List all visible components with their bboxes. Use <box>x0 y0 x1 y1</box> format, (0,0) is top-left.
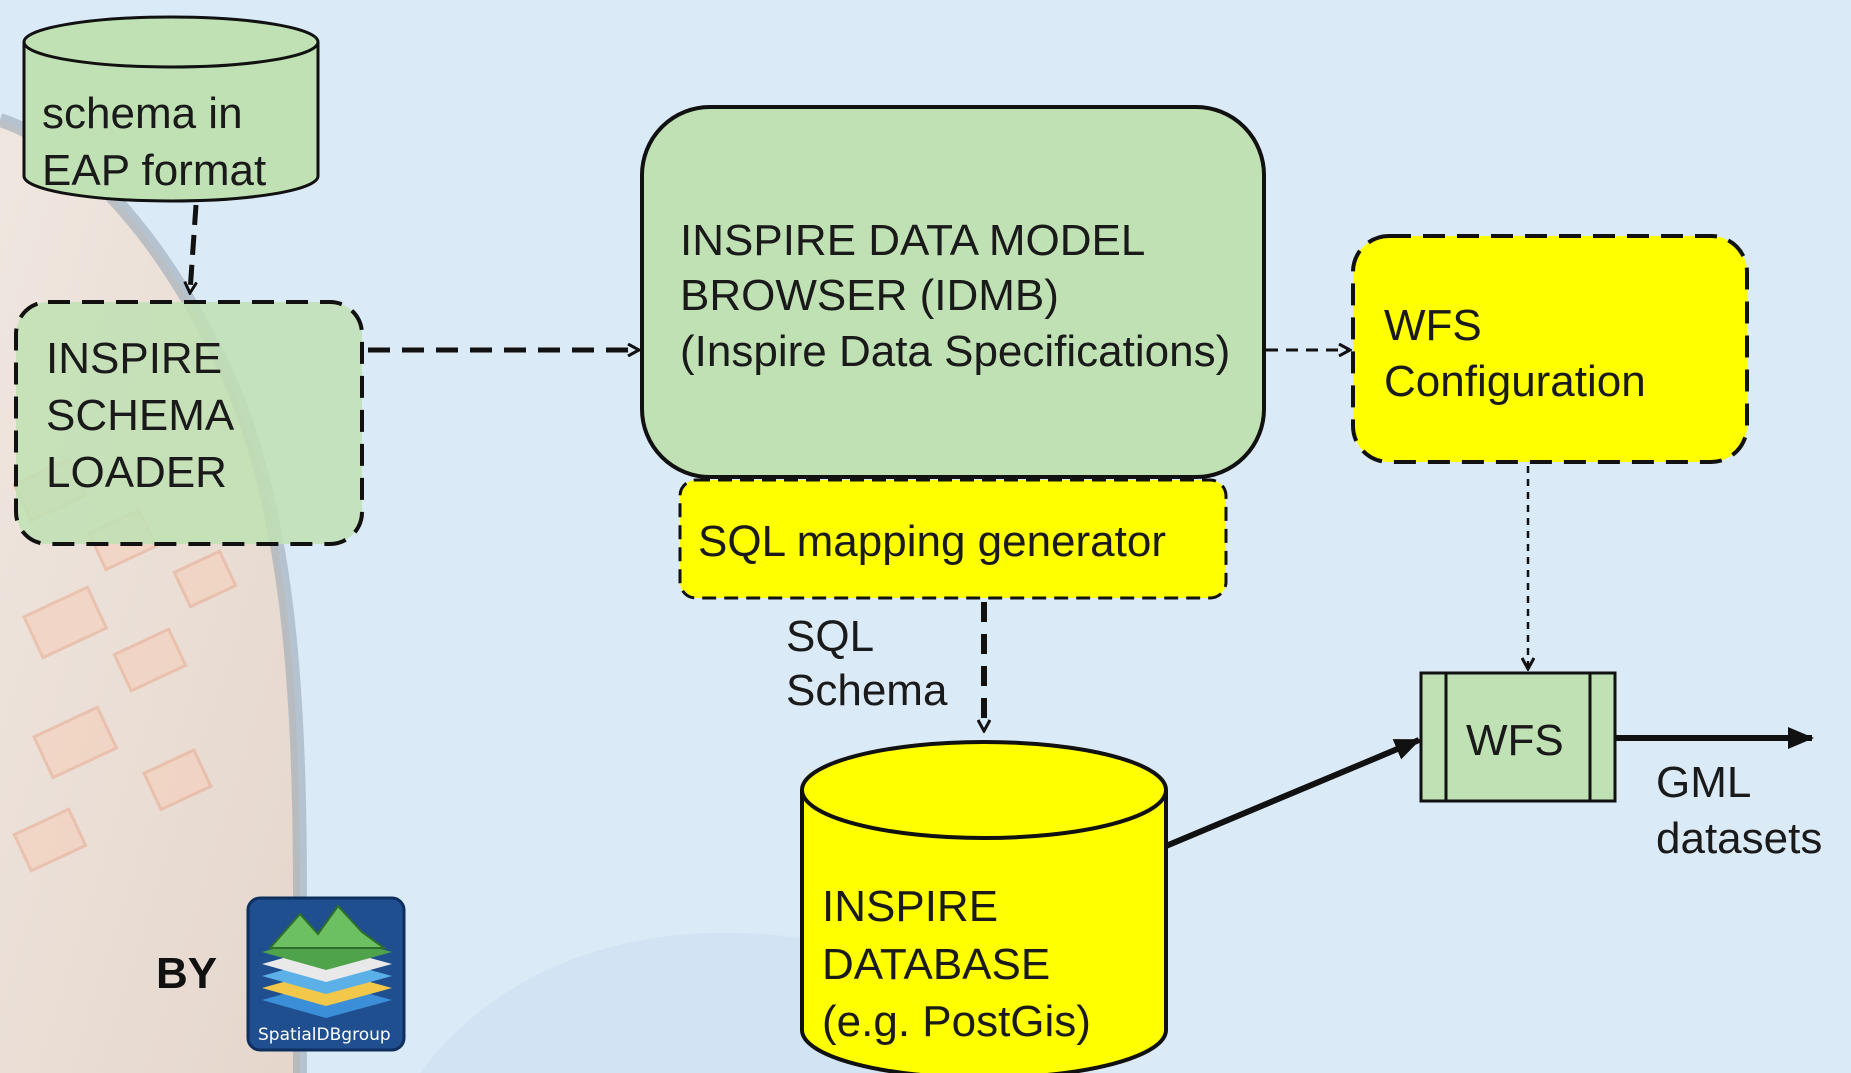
idmb-label-3: (Inspire Data Specifications) <box>680 327 1230 376</box>
wfs-label: WFS <box>1466 716 1564 765</box>
schema-loader-label-2: SCHEMA <box>46 391 235 440</box>
schema-loader-node: INSPIRE SCHEMA LOADER <box>14 300 364 546</box>
wfs-node: WFS <box>1419 671 1617 803</box>
wfs-config-label-1: WFS <box>1384 301 1482 350</box>
schema-loader-label-1: INSPIRE <box>46 334 222 383</box>
eap-schema-node: schema in EAP format <box>22 15 320 203</box>
inspire-db-node: INSPIRE DATABASE (e.g. PostGis) <box>800 740 1168 1073</box>
eap-schema-label-2: EAP format <box>42 146 266 195</box>
wfs-config-label-2: Configuration <box>1384 357 1646 406</box>
idmb-label-2: BROWSER (IDMB) <box>680 271 1059 320</box>
wfs-config-node: WFS Configuration <box>1351 234 1749 464</box>
schema-loader-label-3: LOADER <box>46 448 227 497</box>
sql-schema-label-1: SQL <box>786 612 874 661</box>
logo-text: SpatialDBgroup <box>258 1025 391 1045</box>
sql-generator-node: SQL mapping generator <box>678 478 1228 600</box>
eap-schema-label-1: schema in <box>42 89 243 138</box>
inspire-db-label-2: DATABASE <box>822 940 1050 989</box>
sql-generator-label: SQL mapping generator <box>698 517 1166 566</box>
sql-schema-label-2: Schema <box>786 666 948 715</box>
by-label: BY <box>156 949 217 998</box>
edge-eap-to-loader <box>190 204 199 292</box>
gml-label-1: GML <box>1656 758 1751 807</box>
edge-db-to-wfs <box>1164 737 1421 849</box>
inspire-db-label-3: (e.g. PostGis) <box>822 997 1091 1046</box>
spatialdbgroup-logo: SpatialDBgroup <box>246 896 406 1052</box>
idmb-node: INSPIRE DATA MODEL BROWSER (IDMB) (Inspi… <box>640 105 1266 479</box>
idmb-label-1: INSPIRE DATA MODEL <box>680 216 1145 265</box>
gml-label-2: datasets <box>1656 814 1822 863</box>
inspire-db-label-1: INSPIRE <box>822 882 998 931</box>
